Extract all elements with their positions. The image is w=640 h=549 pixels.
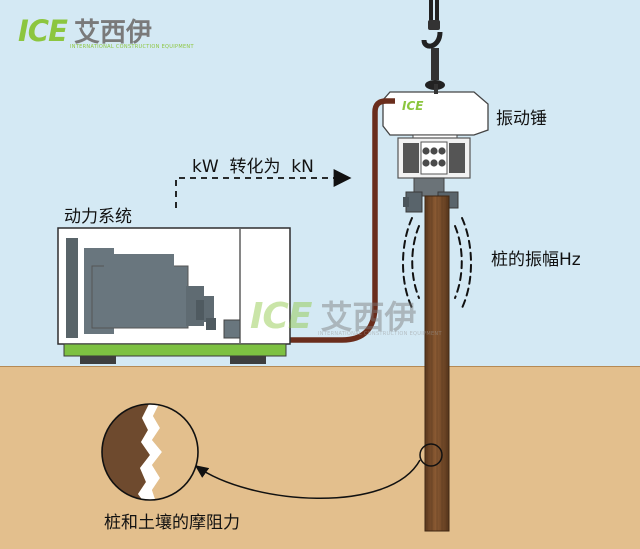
watermark-brand-text: ICE xyxy=(250,296,312,337)
brand-logo: ICE 艾西伊 xyxy=(18,12,152,49)
hammer-badge-text: ICE xyxy=(402,99,424,113)
conversion-arrow xyxy=(175,169,352,208)
power-unit-label: 动力系统 xyxy=(64,207,132,227)
vibration-waves-icon xyxy=(402,217,472,309)
logo-chinese-text: 艾西伊 xyxy=(73,18,152,48)
vibro-hammer xyxy=(382,84,489,213)
logo-subtitle: INTERNATIONAL CONSTRUCTION EQUIPMENT xyxy=(70,44,194,50)
power-unit xyxy=(57,227,291,364)
crane-hook-icon xyxy=(421,0,445,90)
hammer-badge: ICE xyxy=(402,95,423,114)
watermark-chinese-text: 艾西伊 xyxy=(320,298,417,336)
pile xyxy=(424,195,450,532)
soil-friction-label: 桩和土壤的摩阻力 xyxy=(104,513,240,533)
pile-amplitude-label: 桩的振幅Hz xyxy=(491,250,581,270)
friction-detail-icon xyxy=(101,403,443,501)
watermark-logo: ICE 艾西伊 xyxy=(250,292,417,338)
conversion-label: kW 转化为 kN xyxy=(192,157,314,177)
soil xyxy=(0,366,640,549)
watermark-subtitle: INTERNATIONAL CONSTRUCTION EQUIPMENT xyxy=(318,331,442,337)
logo-brand-text: ICE xyxy=(18,14,68,48)
vibro-hammer-label: 振动锤 xyxy=(496,109,547,129)
hydraulic-hose xyxy=(250,98,395,343)
